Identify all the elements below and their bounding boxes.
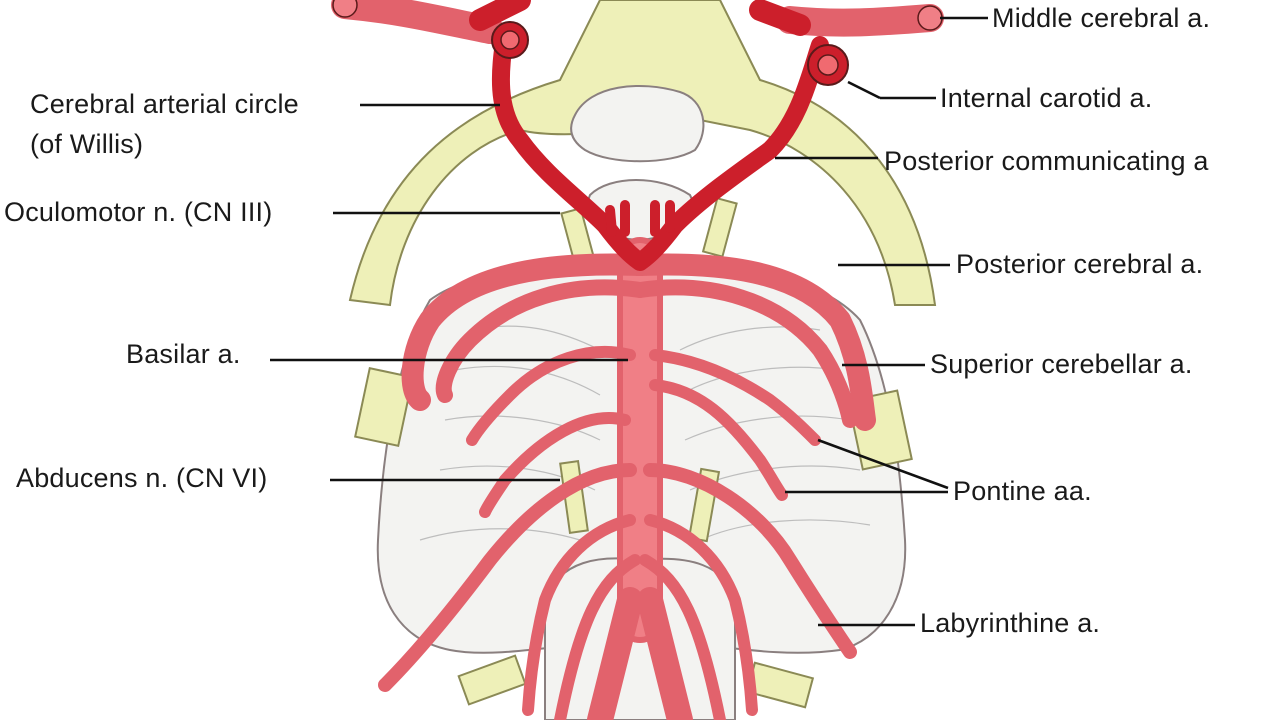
pons-hatching [419, 325, 871, 541]
cn3-right [701, 197, 738, 258]
label-circle-willis-line2: (of Willis) [30, 129, 144, 159]
leader-lines [270, 16, 988, 627]
circle-of-willis [469, 0, 829, 271]
label-internal-carotid: Internal carotid a. [940, 83, 1153, 113]
label-abducens: Abducens n. (CN VI) [16, 463, 268, 493]
label-middle-cerebral: Middle cerebral a. [992, 3, 1211, 33]
label-posterior-cerebral: Posterior cerebral a. [956, 249, 1204, 279]
cn-lower-left [457, 654, 527, 706]
label-posterior-communicating: Posterior communicating a [884, 146, 1209, 176]
label-superior-cerebellar: Superior cerebellar a. [930, 349, 1193, 379]
arteries [331, 0, 944, 725]
midbrain-structure [570, 84, 705, 163]
label-pontine: Pontine aa. [953, 476, 1092, 506]
label-oculomotor: Oculomotor n. (CN III) [4, 197, 273, 227]
cn5-left [354, 367, 414, 447]
label-circle-willis-line1: Cerebral arterial circle [30, 89, 299, 119]
label-basilar: Basilar a. [126, 339, 241, 369]
label-labyrinthine: Labyrinthine a. [920, 608, 1101, 638]
internal-carotid-ends [332, 0, 943, 86]
